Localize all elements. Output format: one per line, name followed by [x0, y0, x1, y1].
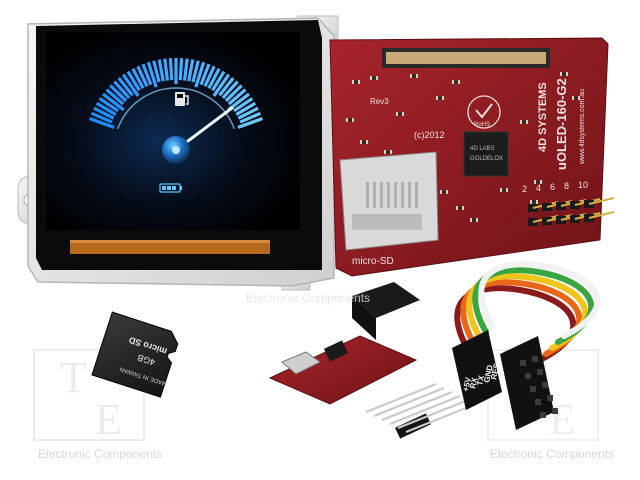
watermark-letter-e: E — [95, 395, 122, 444]
cable-pin-label: +5V — [461, 376, 473, 393]
gauge-tick — [194, 61, 206, 88]
flex-cable — [70, 240, 270, 254]
gauge-tick — [163, 58, 170, 81]
gauge-tick — [109, 84, 128, 103]
gauge-tick — [141, 63, 153, 86]
gauge-tick — [95, 101, 117, 116]
gauge-tick — [191, 60, 200, 83]
gauge-tick — [105, 88, 125, 106]
pin-number-label: 2 — [522, 184, 527, 194]
gauge-tick — [152, 60, 161, 83]
gauge-tick — [237, 106, 259, 120]
display-pcb: 4D LABS GOLDELOX RoHS Rev3 (c)2012 4D SY… — [329, 37, 615, 277]
gauge-tick — [146, 61, 158, 88]
board-website: www.4dsystems.com.au — [579, 89, 586, 165]
gauge-tick — [218, 77, 235, 97]
gauge-tick — [178, 58, 184, 81]
goldelox-chip: 4D LABS GOLDELOX — [463, 131, 509, 177]
loose-pin-header — [365, 382, 477, 439]
micro-sd-label: micro-SD — [352, 256, 394, 267]
watermark-logo-left: T E — [33, 349, 145, 444]
board-copyright: (c)2012 — [414, 130, 445, 140]
gauge-tick — [207, 68, 221, 89]
watermark-caption-left: Electronic Components — [38, 447, 162, 461]
gauge-tick — [212, 73, 231, 97]
rohs-label: RoHS — [474, 122, 490, 128]
cable-wire — [478, 261, 601, 339]
usb-programmer — [268, 282, 420, 405]
gauge-tick — [237, 117, 263, 129]
gauge-tick — [117, 77, 134, 97]
gauge-tick — [224, 84, 243, 103]
watermark-letter-t: T — [60, 353, 87, 402]
gauge-tick — [182, 58, 189, 81]
gauge-tick — [89, 117, 115, 129]
gauge-tick — [187, 59, 195, 82]
cable-pin-label: RES — [489, 362, 501, 381]
gauge-tick — [203, 65, 216, 87]
gauge-tick — [233, 97, 254, 113]
gauge-tick — [98, 97, 119, 113]
gauge-tick — [136, 65, 149, 87]
board-model: uOLED-160-G2 — [554, 78, 569, 170]
gauge-tick — [168, 58, 174, 81]
cable-connector-right — [500, 336, 558, 430]
battery-icon — [159, 183, 182, 193]
gauge-tick — [131, 68, 145, 89]
gauge-tick — [93, 106, 115, 120]
pin-number-label: 8 — [564, 181, 569, 191]
pin-number-label: 4 — [536, 183, 541, 193]
pin-number-label: 6 — [550, 182, 555, 192]
gauge-tick — [235, 101, 257, 116]
gauge-tick — [121, 73, 140, 97]
gauge-tick — [199, 63, 211, 86]
cable-pin-label: GND — [482, 364, 495, 383]
fuel-pump-icon — [175, 92, 189, 106]
gauge-tick — [90, 111, 113, 124]
pin-number-label: 10 — [578, 180, 588, 190]
micro-sd-card: micro SD 4GB MADE IN TAIWAN — [91, 311, 179, 398]
gauge-tick — [239, 111, 262, 124]
cable-pin-label: TX — [475, 374, 486, 387]
watermark-letter-e-right: E — [549, 395, 576, 444]
gauge-tick — [157, 59, 165, 82]
gauge-tick — [113, 80, 131, 100]
micro-sd-slot — [339, 151, 439, 251]
board-brand: 4D SYSTEMS — [537, 82, 549, 152]
cable-pin-label: RX — [468, 376, 479, 389]
chip-label: 4D LABS — [470, 146, 495, 152]
gauge-tick — [126, 70, 141, 92]
mini-usb-port — [281, 351, 321, 375]
display-screen — [46, 32, 300, 254]
watermark-caption-right: Electronic Components — [490, 447, 614, 461]
gauge-tick — [211, 70, 226, 92]
chip-sub-label: GOLDELOX — [470, 156, 503, 162]
board-revision: Rev3 — [370, 97, 389, 106]
watermark-caption-center: Electronic Components — [246, 291, 370, 305]
gauge-tick — [227, 88, 247, 106]
gauge-inner-arc — [117, 87, 235, 130]
gauge-tick — [221, 80, 239, 100]
rohs-badge: RoHS — [467, 95, 501, 129]
pin-header — [528, 197, 615, 226]
gauge-tick — [102, 92, 125, 112]
